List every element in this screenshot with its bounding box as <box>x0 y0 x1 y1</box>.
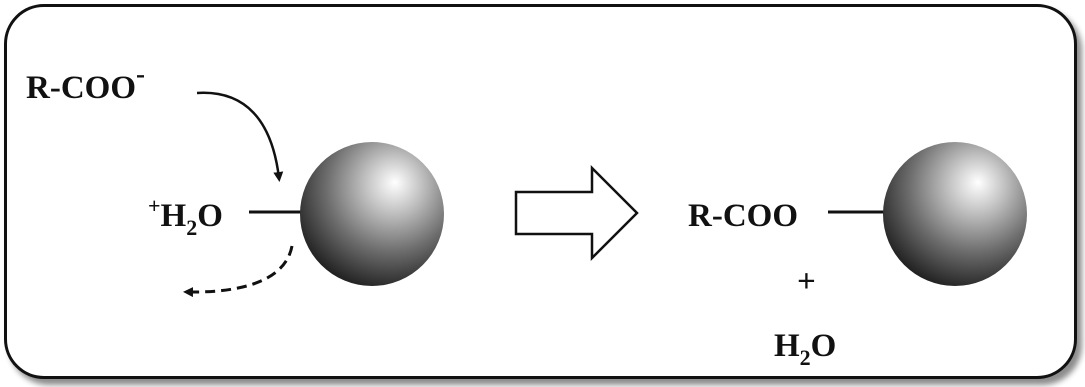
plus-sign: + <box>797 264 816 300</box>
curved-arrow-icon <box>196 91 284 182</box>
dashed-curved-arrow-icon <box>183 245 294 298</box>
sphere-particle-icon <box>300 142 444 286</box>
nucleophile-label: R-COO- <box>26 59 145 106</box>
hollow-right-arrow-icon <box>514 164 639 262</box>
product-sphere-particle-icon <box>883 142 1027 286</box>
bound-group-label: R-COO <box>688 198 798 234</box>
byproduct-label: H2O <box>774 328 836 370</box>
leaving-group-label: +H2O <box>148 193 223 240</box>
